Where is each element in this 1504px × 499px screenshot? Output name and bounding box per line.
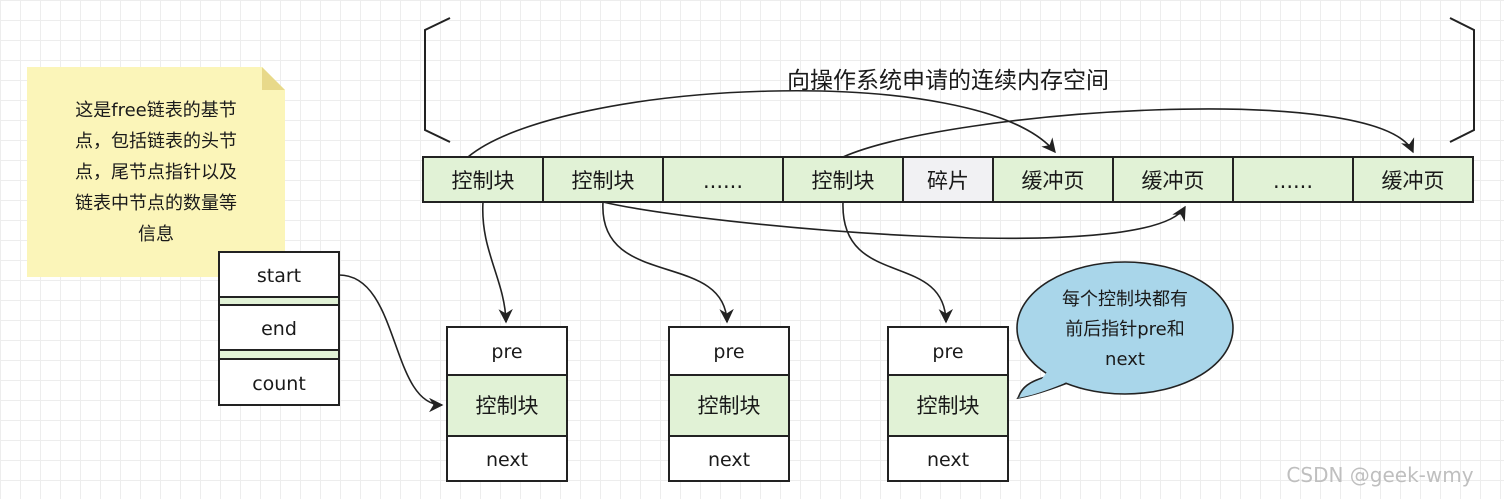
svg-text:控制块: 控制块	[572, 169, 635, 193]
arrow-cb1-to-node1	[482, 201, 513, 324]
memory-cell: ......	[1232, 156, 1354, 203]
list-node-2: pre 控制块 next	[668, 326, 790, 482]
pointer-callout: 每个控制块都有 前后指针pre和 next	[1016, 261, 1234, 400]
base-node-note: 这是free链表的基节 点，包括链表的头节 点，尾节点指针以及 链表中节点的数量…	[27, 67, 285, 277]
svg-text:每个控制块都有: 每个控制块都有	[1062, 289, 1188, 310]
svg-text:缓冲页: 缓冲页	[1382, 169, 1445, 193]
svg-text:点，包括链表的头节: 点，包括链表的头节	[75, 131, 237, 152]
svg-text:信息: 信息	[138, 224, 174, 245]
svg-text:这是free链表的基节: 这是free链表的基节	[75, 100, 237, 121]
svg-text:next: next	[486, 449, 528, 471]
svg-text:链表中节点的数量等: 链表中节点的数量等	[75, 193, 237, 214]
memory-cell: 控制块	[782, 156, 904, 203]
base-node-divider	[218, 349, 340, 360]
memory-cell: 缓冲页	[992, 156, 1114, 203]
svg-text:前后指针pre和: 前后指针pre和	[1065, 319, 1185, 340]
svg-text:缓冲页: 缓冲页	[1022, 169, 1085, 193]
svg-text:控制块: 控制块	[812, 169, 875, 193]
watermark: CSDN @geek-wmy	[1286, 463, 1473, 487]
memory-cell: 控制块	[542, 156, 664, 203]
svg-text:pre: pre	[491, 341, 522, 363]
memory-cell-fragment: 碎片	[902, 156, 994, 203]
svg-text:缓冲页: 缓冲页	[1142, 169, 1205, 193]
arrow-cb3-to-page	[842, 108, 1415, 158]
memory-cell: 缓冲页	[1352, 156, 1474, 203]
svg-text:控制块: 控制块	[698, 394, 761, 418]
arrow-start-to-node1	[338, 274, 444, 413]
arrow-cb2-to-page	[602, 201, 1186, 240]
base-node-divider	[218, 296, 340, 306]
memory-title: 向操作系统申请的连续内存空间	[787, 68, 1109, 94]
svg-text:pre: pre	[932, 341, 963, 363]
svg-text:end: end	[261, 318, 297, 340]
svg-text:碎片: 碎片	[927, 169, 969, 193]
svg-text:next: next	[927, 449, 969, 471]
svg-text:pre: pre	[713, 341, 744, 363]
list-node-3: pre 控制块 next	[887, 326, 1009, 482]
list-node-1: pre 控制块 next	[446, 326, 568, 482]
svg-text:start: start	[257, 265, 301, 287]
memory-cell: ......	[662, 156, 784, 203]
svg-text:count: count	[252, 373, 306, 395]
base-node-start: start	[218, 251, 340, 298]
base-node-count: count	[218, 358, 340, 406]
memory-bracket-left	[424, 17, 451, 143]
svg-text:点，尾节点指针以及: 点，尾节点指针以及	[75, 162, 237, 183]
arrow-cb2-to-node2	[602, 201, 734, 324]
base-node-end: end	[218, 304, 340, 351]
memory-cell: 控制块	[422, 156, 544, 203]
svg-text:next: next	[1105, 349, 1145, 370]
svg-text:控制块: 控制块	[917, 394, 980, 418]
svg-text:......: ......	[703, 169, 743, 193]
svg-text:next: next	[708, 449, 750, 471]
arrow-cb1-to-page	[467, 89, 1056, 158]
svg-text:......: ......	[1273, 169, 1313, 193]
memory-bracket-right	[1449, 17, 1475, 143]
memory-cell: 缓冲页	[1112, 156, 1234, 203]
svg-text:控制块: 控制块	[452, 169, 515, 193]
svg-text:控制块: 控制块	[476, 394, 539, 418]
arrow-cb3-to-node3	[842, 201, 954, 324]
